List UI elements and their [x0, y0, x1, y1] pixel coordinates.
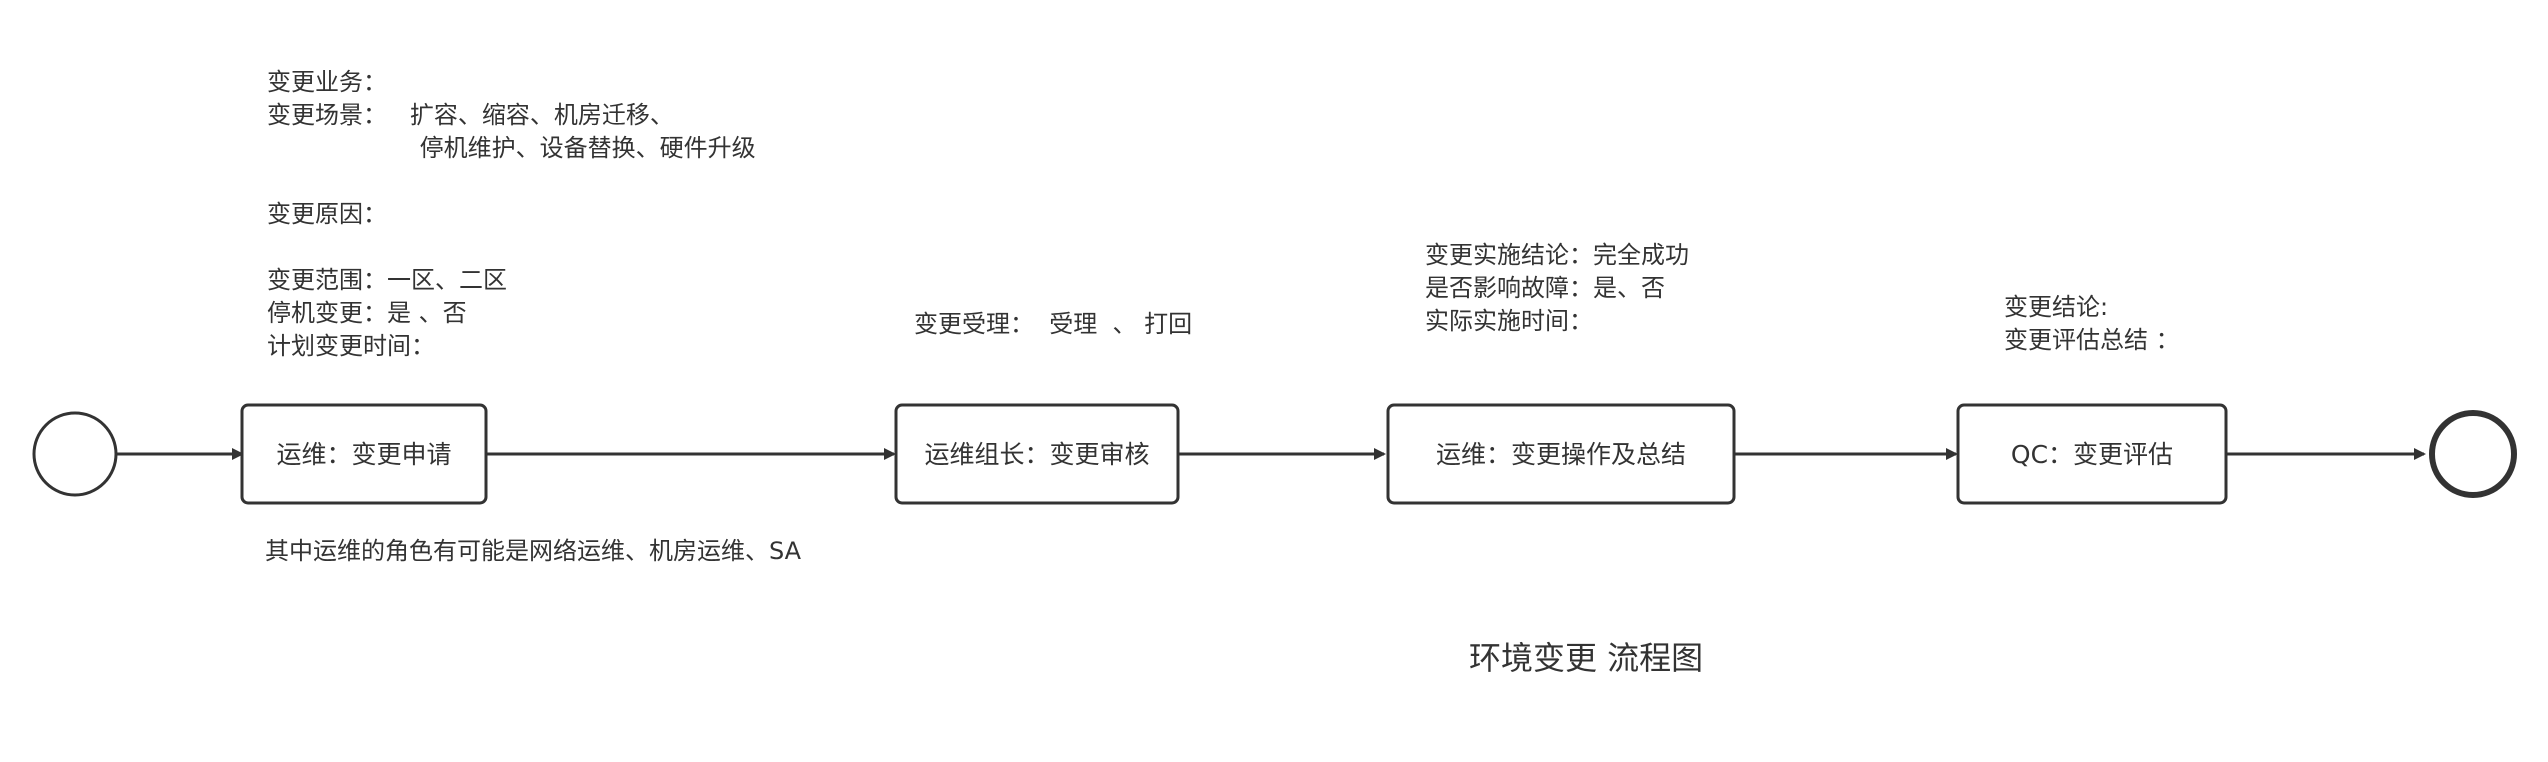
task-apply-label: 运维：变更申请 — [276, 440, 451, 469]
note-apply-line-1: 变更业务： — [267, 68, 387, 96]
note-apply-line-2: 变更场景： 扩容、缩容、机房迁移、 — [267, 101, 674, 129]
task-operate: 运维：变更操作及总结 — [1386, 403, 1736, 505]
note-apply-roles: 其中运维的角色有可能是网络运维、机房运维、SA — [265, 537, 802, 565]
note-operate-line-3: 实际实施时间： — [1425, 307, 1593, 335]
note-operate-line-2: 是否影响故障：是、否 — [1425, 274, 1665, 302]
task-apply: 运维：变更申请 — [240, 403, 488, 505]
note-apply-line-4: 变更原因： — [267, 200, 387, 228]
task-operate-label: 运维：变更操作及总结 — [1436, 440, 1686, 469]
note-apply-line-6: 停机变更：是 、否 — [267, 299, 467, 327]
note-operate-line-1: 变更实施结论：完全成功 — [1425, 241, 1689, 269]
start-event — [32, 411, 118, 497]
note-apply-line-5: 变更范围：一区、二区 — [267, 266, 507, 294]
task-evaluate: QC：变更评估 — [1956, 403, 2228, 505]
end-event — [2429, 410, 2517, 498]
task-review: 运维组长：变更审核 — [894, 403, 1180, 505]
task-evaluate-label: QC：变更评估 — [2011, 440, 2173, 469]
note-evaluate-line-1: 变更结论: — [2004, 293, 2109, 321]
task-review-label: 运维组长：变更审核 — [924, 440, 1149, 469]
diagram-title: 环境变更 流程图 — [1469, 639, 1704, 677]
note-apply-line-7: 计划变更时间： — [267, 332, 435, 360]
note-review: 变更受理： 受理 、 打回 — [914, 310, 1193, 338]
note-evaluate-line-2: 变更评估总结 ： — [2004, 326, 2180, 354]
note-apply-line-3: 停机维护、设备替换、硬件升级 — [267, 134, 756, 162]
